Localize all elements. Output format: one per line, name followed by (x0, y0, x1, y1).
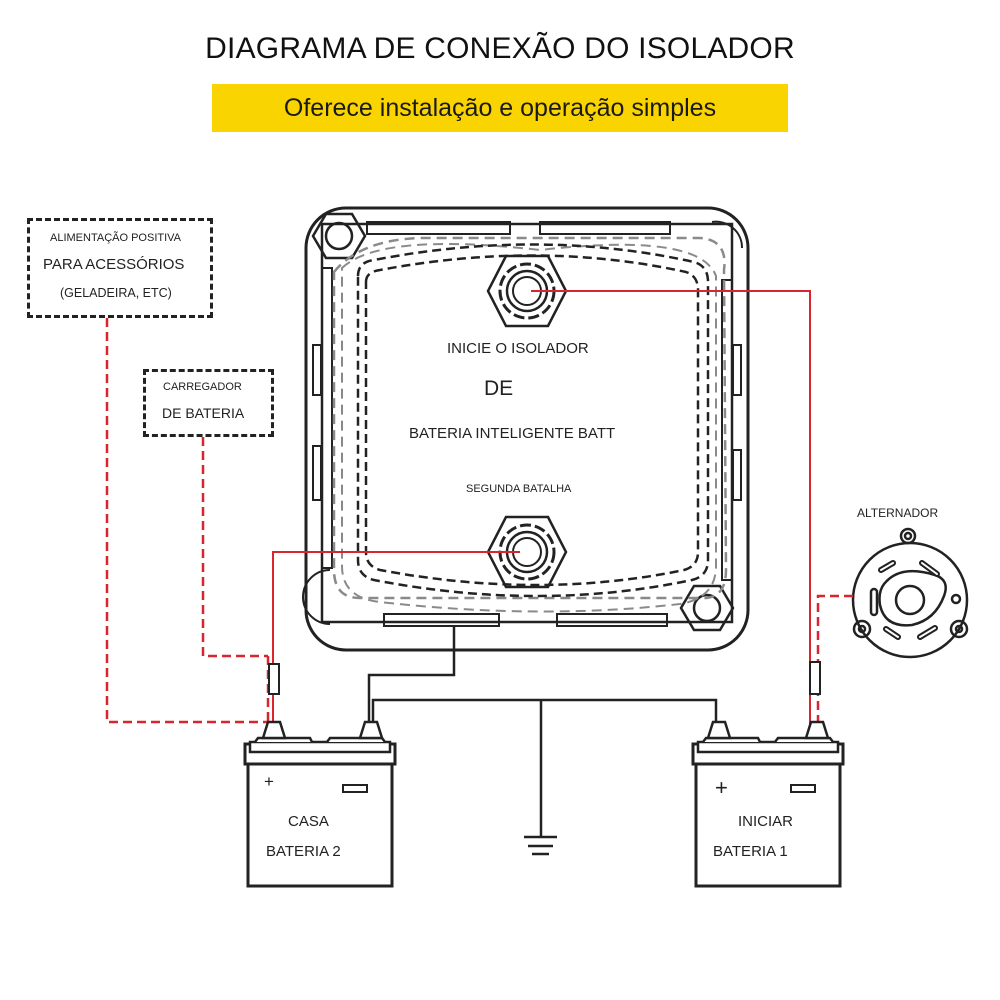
accessory-label-3: (GELADEIRA, ETC) (60, 286, 172, 300)
wire-start-positive (531, 290, 811, 724)
subtitle-banner: Oferece instalação e operação simples (212, 84, 788, 132)
isolator-face-panel (356, 243, 710, 598)
isolator-gray-contour (332, 236, 728, 600)
alternator-icon (851, 527, 969, 659)
alternator-label: ALTERNADOR (857, 506, 939, 520)
isolator-gray-contour-inner (341, 243, 717, 613)
charger-label-1: CARREGADOR (163, 381, 242, 393)
accessory-power-box (27, 218, 213, 318)
wire-alternator-feed (816, 594, 853, 724)
battery-start-plus: + (715, 775, 728, 800)
isolator-label-2: DE (484, 377, 514, 400)
wire-accessory-feed (105, 318, 268, 724)
battery-start-label-2: BATERIA 1 (713, 843, 788, 860)
isolator-label-4: SEGUNDA BATALHA (466, 483, 572, 495)
isolator-label-1: INICIE O ISOLADOR (447, 340, 589, 357)
battery-house-label-1: CASA (288, 813, 329, 830)
battery-start-icon (691, 720, 845, 888)
page-title: DIAGRAMA DE CONEXÃO DO ISOLADOR (205, 32, 795, 65)
accessory-label-2: PARA ACESSÓRIOS (43, 256, 185, 273)
isolator-label-3: BATERIA INTELIGENTE BATT (409, 425, 616, 442)
battery-start-label-1: INICIAR (738, 813, 794, 830)
battery-house-plus: + (264, 772, 274, 791)
accessory-label-1: ALIMENTAÇÃO POSITIVA (50, 232, 182, 244)
battery-charger-box (143, 369, 274, 437)
ground-icon (524, 835, 557, 856)
charger-label-2: DE BATERIA (162, 405, 245, 421)
isolator-body (302, 206, 750, 652)
battery-house-icon (243, 720, 397, 888)
fuse-start (809, 661, 821, 695)
wire-charger-feed (201, 437, 268, 658)
subtitle-text: Oferece instalação e operação simples (283, 93, 717, 122)
fuse-house (268, 663, 280, 695)
battery-house-label-2: BATERIA 2 (266, 843, 341, 860)
negative-wires (367, 626, 718, 836)
